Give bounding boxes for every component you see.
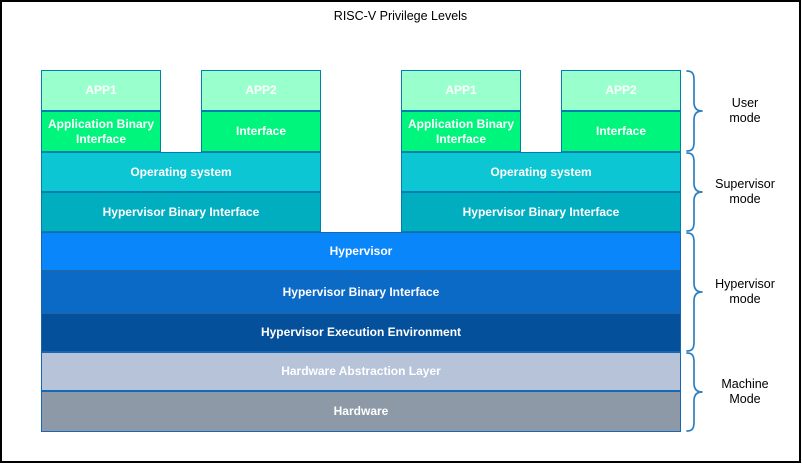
interface-box: Interface [561,111,681,152]
diagram-title: RISC-V Privilege Levels [333,9,468,23]
abi-box: Application Binary Interface [401,111,521,152]
supervisor-mode-label: Supervisor mode [715,177,775,206]
hypervisor-layer: Hypervisor [41,232,681,271]
supervisor-mode-brace [686,152,703,232]
hardware-layer: Hardware [41,391,681,432]
user-mode-brace [686,70,703,152]
app1-box: APP1 [401,70,521,111]
app2-box: APP2 [201,70,321,111]
operating-system-box: Operating system [401,152,681,192]
hardware-abstraction-layer: Hardware Abstraction Layer [41,352,681,391]
hypervisor-mode-brace [686,232,703,352]
operating-system-box: Operating system [41,152,321,192]
hypervisor-binary-interface-box: Hypervisor Binary Interface [41,192,321,232]
app1-box: APP1 [41,70,161,111]
machine-mode-brace [686,352,703,432]
app2-box: APP2 [561,70,681,111]
hypervisor-binary-interface-layer: Hypervisor Binary Interface [41,271,681,313]
hypervisor-binary-interface-box: Hypervisor Binary Interface [401,192,681,232]
user-mode-label: User mode [729,96,761,125]
diagram-canvas: RISC-V Privilege Levels APP1 APP2 Applic… [0,0,801,463]
abi-box: Application Binary Interface [41,111,161,152]
hypervisor-mode-label: Hypervisor mode [715,277,775,306]
interface-box: Interface [201,111,321,152]
hypervisor-execution-environment-layer: Hypervisor Execution Environment [41,313,681,352]
machine-mode-label: Machine Mode [721,377,769,406]
